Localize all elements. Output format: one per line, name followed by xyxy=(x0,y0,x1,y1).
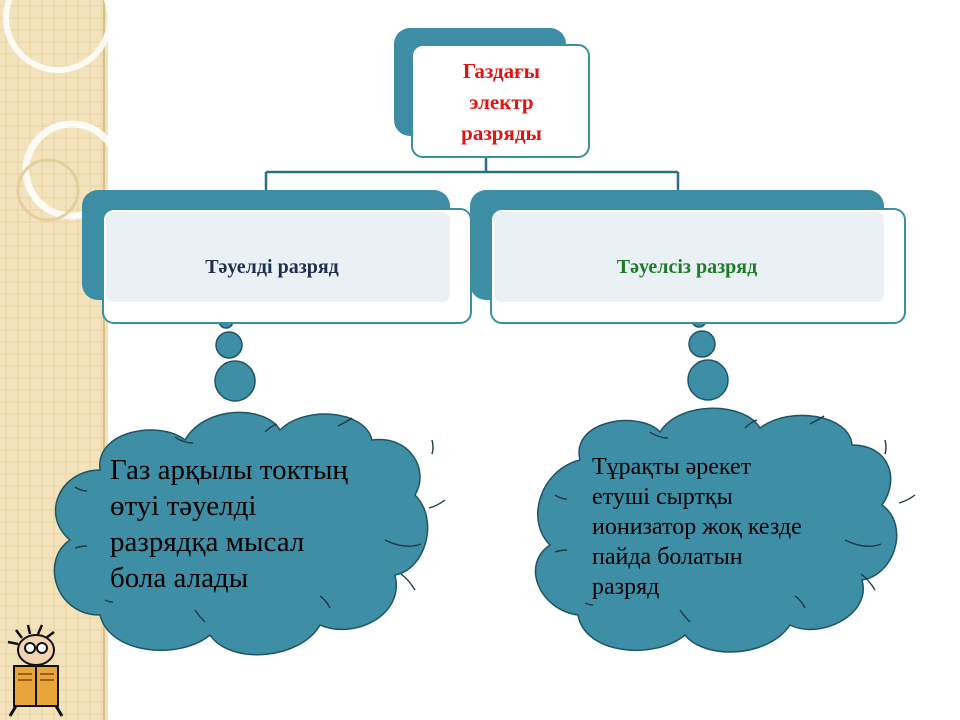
cloud-left xyxy=(53,411,446,656)
right-branch-node: Тәуелсіз разряд xyxy=(470,190,906,324)
cloud-text-line: ионизатор жоқ кезде xyxy=(592,514,802,540)
thought-bubbles-right xyxy=(687,312,729,401)
right-cloud-text: Тұрақты әрекет етуші сыртқы ионизатор жо… xyxy=(592,452,842,602)
reading-person-icon xyxy=(7,624,64,717)
cloud-text-line: пайда болатын xyxy=(592,544,743,570)
root-node-front xyxy=(411,44,590,158)
root-node: Газдағы электр разряды xyxy=(394,28,590,158)
cloud-text-line: бола алады xyxy=(110,562,249,594)
cloud-text-line: етуші сыртқы xyxy=(592,484,733,510)
right-node-inner xyxy=(494,212,884,302)
decorative-ring xyxy=(3,0,108,73)
connector-lines xyxy=(264,155,680,190)
cloud-text-line: өтуі тәуелді xyxy=(110,490,257,522)
root-label-line: электр xyxy=(469,89,534,114)
decorative-ring xyxy=(16,158,80,222)
cloud-right xyxy=(534,407,916,653)
left-branch-node: Тәуелді разряд xyxy=(82,190,472,324)
left-node-inner xyxy=(106,212,450,302)
cloud-text-line: Газ арқылы токтың xyxy=(110,454,348,486)
root-node-label: Газдағы электр разряды xyxy=(414,48,589,156)
right-node-label: Тәуелсіз разряд xyxy=(616,255,758,278)
cloud-text-line: разряд xyxy=(592,574,660,600)
left-cloud-text: Газ арқылы токтың өтуі тәуелді разрядқа … xyxy=(110,452,390,596)
root-label-line: Газдағы xyxy=(462,58,541,83)
thought-bubbles-left xyxy=(214,313,256,402)
root-label-line: разряды xyxy=(461,120,542,145)
cloud-text-line: разрядқа мысал xyxy=(110,526,305,558)
decorative-side-strip xyxy=(0,0,108,720)
cloud-text-line: Тұрақты әрекет xyxy=(592,454,752,480)
left-node-label: Тәуелді разряд xyxy=(205,255,339,278)
